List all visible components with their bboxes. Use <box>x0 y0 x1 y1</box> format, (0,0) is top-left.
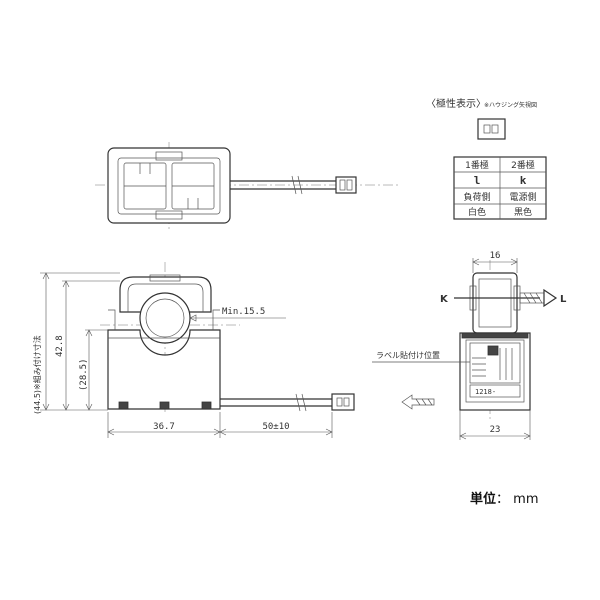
flow-l-label: L <box>560 294 567 305</box>
pole1-symbol: l <box>474 174 481 187</box>
top-view <box>95 142 400 232</box>
housing-end-icon <box>477 118 506 140</box>
pole1-side: 負荷側 <box>463 191 490 203</box>
pole2-color: 黒色 <box>514 206 532 218</box>
pole1-color: 白色 <box>468 206 486 218</box>
polarity-note: ※ハウジング矢視図 <box>484 101 537 109</box>
pole2-symbol: k <box>520 174 527 187</box>
polarity-table: 1番極 2番極 l k 負荷側 電源側 白色 黒色 <box>453 156 547 220</box>
side-top-width-dim: 16 <box>490 251 501 261</box>
cable-length-dim: 50±10 <box>262 422 289 432</box>
polarity-legend: 〈極性表示〉 ※ハウジング矢視図 1番極 2番極 l k 負荷側 電源側 白色 … <box>426 97 547 220</box>
body-height-dim: 42.8 <box>55 335 65 357</box>
pole2-header: 2番極 <box>511 159 535 171</box>
front-view: (44.5)※組み付け寸法 42.8 (28.5) Min.15.5 36.7 … <box>32 262 355 438</box>
units-prefix: 単位 <box>470 492 497 507</box>
pole1-header: 1番極 <box>465 159 489 171</box>
units-value: mm <box>513 492 539 507</box>
left-arrow-icon <box>401 394 435 410</box>
label-position-text: ラベル貼付け位置 <box>376 350 440 360</box>
side-view: K L 1218- ラベル貼付け位置 16 23 <box>372 251 567 440</box>
side-bottom-width-dim: 23 <box>490 425 501 435</box>
body-width-dim: 36.7 <box>153 422 175 432</box>
units-separator: ： <box>496 492 510 507</box>
aperture-dim: Min.15.5 <box>222 307 265 317</box>
overall-height-dim: (44.5)※組み付け寸法 <box>32 335 42 414</box>
units-label: 単位： mm <box>470 488 539 507</box>
pole2-side: 電源側 <box>509 191 536 203</box>
polarity-title: 〈極性表示〉 <box>426 97 486 110</box>
label-code: 1218- <box>475 388 496 396</box>
flow-k-label: K <box>440 294 449 305</box>
lower-height-dim: (28.5) <box>79 358 89 391</box>
